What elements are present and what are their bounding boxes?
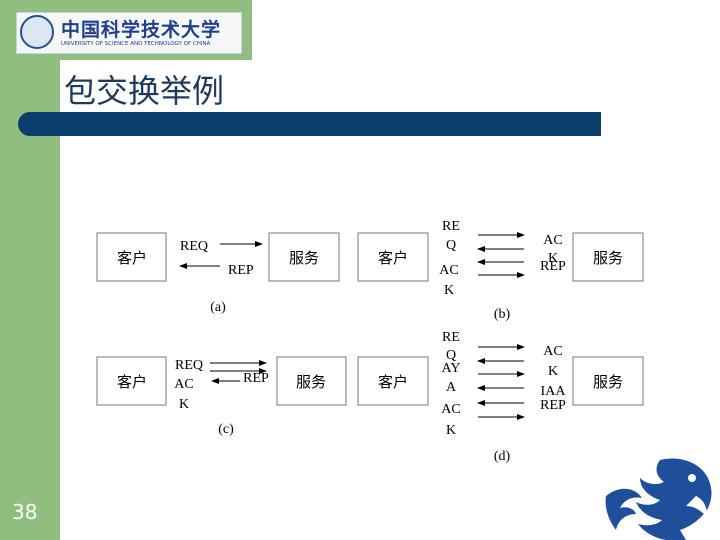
university-name-en: UNIVERSITY OF SCIENCE AND TECHNOLOGY OF … (61, 41, 211, 47)
server-box-a (268, 232, 340, 282)
right-label-c-1: REP (243, 371, 269, 386)
diagram-b: 客户 服务 RE Q AC K AC K REP (b) (357, 219, 644, 322)
slide-title: 包交换举例 (64, 72, 225, 110)
caption-b: (b) (494, 307, 511, 322)
server-box-b (572, 232, 644, 282)
server-label-a: 服务 (289, 250, 319, 267)
client-label-a: 客户 (117, 250, 147, 267)
left-label-d-3: AY (442, 361, 461, 376)
left-label-d-2: Q (446, 348, 456, 363)
left-label-c-1: REQ (175, 358, 203, 373)
left-label-d-1: RE (442, 330, 460, 345)
diagram-a: 客户 服务 REQ REP (a) (96, 232, 340, 315)
page-number: 38 (12, 500, 38, 524)
caption-c: (c) (218, 422, 234, 437)
title-underline-bar (18, 112, 601, 136)
client-box-a (96, 232, 167, 282)
right-label-d-3: IAA (541, 384, 567, 399)
left-label-b-3: AC (439, 263, 458, 278)
right-label-b-1: AC (543, 233, 562, 248)
left-label-d-4: A (446, 380, 457, 395)
client-box-d (357, 356, 429, 406)
left-label-b-1: RE (442, 219, 460, 234)
server-label-d: 服务 (593, 374, 623, 391)
university-name-cn: 中国科学技术大学 (61, 19, 222, 41)
left-label-b-2: Q (446, 238, 456, 253)
right-label-b-3: REP (540, 259, 566, 274)
right-label-b-2: K (548, 251, 558, 266)
caption-a: (a) (210, 300, 226, 315)
server-label-b: 服务 (593, 250, 623, 267)
req-label-a: REQ (180, 239, 208, 254)
diagram-d: 客户 服务 RE Q AY A AC K AC K IAA REP (d) (357, 330, 644, 464)
client-box-b (357, 232, 429, 282)
dragon-logo-icon (605, 458, 712, 540)
logo-area: 中国科学技术大学 UNIVERSITY OF SCIENCE AND TECHN… (0, 0, 252, 60)
right-label-d-1: AC (543, 344, 562, 359)
university-emblem-icon (20, 15, 54, 49)
client-label-c: 客户 (117, 374, 147, 391)
client-label-b: 客户 (378, 250, 408, 267)
sidebar-band (0, 0, 60, 540)
server-box-c (276, 356, 347, 406)
server-box-d (572, 356, 644, 406)
left-label-b-4: K (444, 283, 454, 298)
left-label-c-3: K (179, 397, 189, 412)
server-label-c: 服务 (296, 374, 326, 391)
client-label-d: 客户 (378, 374, 408, 391)
left-label-d-6: K (446, 423, 456, 438)
right-label-d-2: K (548, 364, 558, 379)
left-label-c-2: AC (174, 377, 193, 392)
rep-label-a: REP (228, 263, 254, 278)
diagram-c: 客户 服务 REQ AC K REP (c) (96, 356, 347, 437)
client-box-c (96, 356, 167, 406)
caption-d: (d) (494, 449, 511, 464)
university-logo: 中国科学技术大学 UNIVERSITY OF SCIENCE AND TECHN… (16, 12, 242, 54)
left-label-d-5: AC (441, 402, 460, 417)
right-label-d-4: REP (540, 398, 566, 413)
